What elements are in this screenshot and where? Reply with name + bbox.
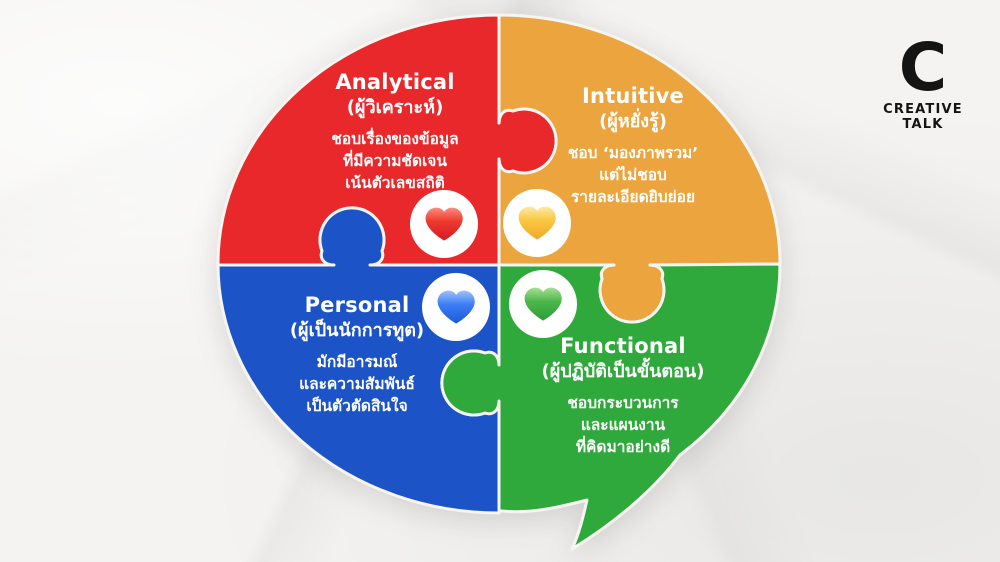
quadrant-description: ชอบเรื่องของข้อมูล ที่มีความชัดเจน เน้นต…: [270, 128, 520, 194]
quadrant-description: ชอบกระบวนการ และแผนงาน ที่คิดมาอย่างดี: [503, 392, 743, 458]
heart-badges: [410, 189, 577, 341]
description-line: ชอบ ‘มองภาพรวม’: [567, 144, 699, 162]
creative-talk-logo: C CREATIVE TALK: [858, 29, 988, 133]
quadrant-title: Personal: [304, 293, 410, 317]
quadrant-subtitle: (ผู้หยั่งรู้): [599, 111, 667, 132]
quadrant-subtitle: (ผู้ปฏิบัติเป็นขั้นตอน): [541, 361, 705, 382]
description-line: รายละเอียดยิบย่อย: [570, 188, 696, 206]
quadrant-analytical-text: Analytical (ผู้วิเคราะห์) ชอบเรื่องของข้…: [270, 70, 520, 194]
quadrant-subtitle: (ผู้เป็นนักการทูต): [289, 320, 425, 341]
description-line: ชอบกระบวนการ: [567, 394, 679, 412]
puzzle-piece-functional: [440, 262, 782, 551]
description-line: ที่มีความชัดเจน: [343, 152, 447, 170]
description-line: เน้นตัวเลขสถิติ: [345, 174, 445, 192]
quadrant-title: Intuitive: [582, 84, 684, 108]
quadrant-subtitle: (ผู้วิเคราะห์): [346, 97, 444, 118]
quadrant-intuitive-text: Intuitive (ผู้หยั่งรู้) ชอบ ‘มองภาพรวม’ …: [518, 84, 748, 208]
description-line: ที่คิดมาอย่างดี: [575, 438, 671, 456]
quadrant-title: Functional: [560, 334, 686, 358]
quadrant-description: มักมีอารมณ์ และความสัมพันธ์ เป็นตัวตัดสิ…: [243, 351, 471, 417]
description-line: แต่ไม่ชอบ: [599, 166, 667, 184]
logo-text-creative: CREATIVE: [883, 102, 963, 117]
quadrant-description: ชอบ ‘มองภาพรวม’ แต่ไม่ชอบ รายละเอียดยิบย…: [518, 142, 748, 208]
description-line: มักมีอารมณ์: [316, 353, 398, 371]
quadrant-personal-text: Personal (ผู้เป็นนักการทูต) มักมีอารมณ์ …: [243, 293, 471, 417]
quadrant-functional-text: Functional (ผู้ปฏิบัติเป็นขั้นตอน) ชอบกร…: [503, 334, 743, 458]
logo-text-talk: TALK: [902, 117, 944, 132]
description-line: ชอบเรื่องของข้อมูล: [331, 130, 459, 148]
description-line: เป็นตัวตัดสินใจ: [306, 397, 408, 415]
description-line: และความสัมพันธ์: [299, 375, 415, 393]
description-line: และแผนงาน: [580, 416, 666, 434]
quadrant-title: Analytical: [335, 70, 455, 94]
logo-c-mark: C: [898, 29, 948, 106]
